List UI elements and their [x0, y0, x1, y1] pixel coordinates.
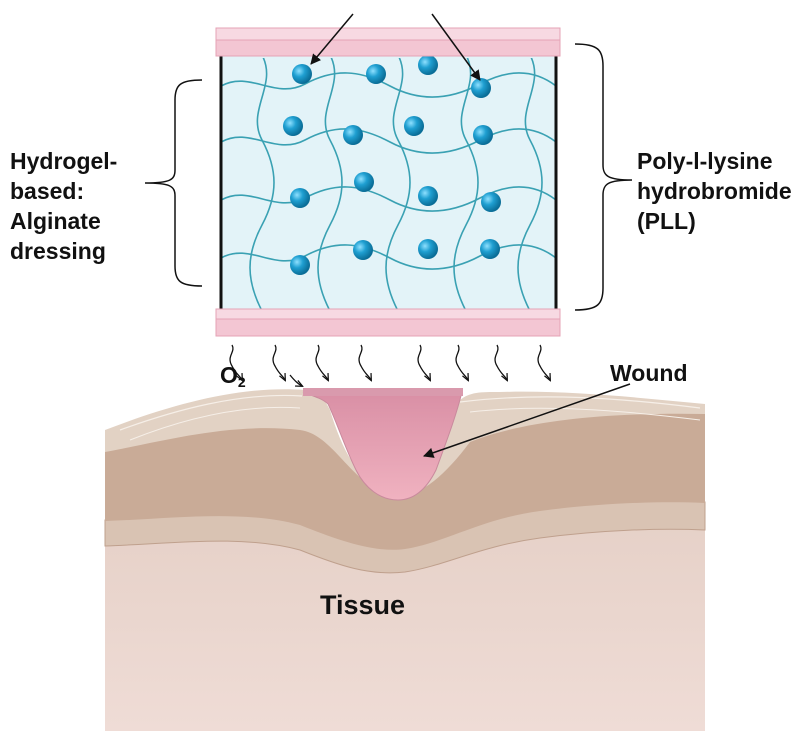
oxygen-label: O2 [220, 360, 246, 397]
pll-label: Poly-l-lysine hydrobromide (PLL) [637, 146, 807, 236]
tissue-section [105, 388, 705, 731]
pll-label-line: Poly-l-lysine [637, 146, 807, 176]
bead-icon [292, 64, 312, 84]
arrow-icon [359, 345, 371, 380]
arrow-icon [290, 375, 302, 386]
arrow-icon [418, 345, 430, 380]
bead-icon [283, 116, 303, 136]
dressing-label-line: dressing [10, 236, 160, 266]
bead-icon [343, 125, 363, 145]
bead-icon [471, 78, 491, 98]
bead-icon [473, 125, 493, 145]
bead-icon [404, 116, 424, 136]
bead-icon [290, 255, 310, 275]
arrow-icon [316, 345, 328, 380]
wound-label: Wound [610, 358, 688, 388]
bead-icon [481, 192, 501, 212]
tissue-label: Tissue [320, 590, 405, 620]
bead-icon [418, 55, 438, 75]
dressing-label: Hydrogel- based: Alginate dressing [10, 146, 160, 266]
arrow-icon [495, 345, 507, 380]
bead-icon [354, 172, 374, 192]
oxygen-symbol: O [220, 362, 238, 388]
wound-surface [303, 388, 463, 396]
top-membrane [216, 28, 560, 56]
pll-label-line: (PLL) [637, 206, 807, 236]
hydrogel-dressing [216, 28, 560, 336]
pll-label-line: hydrobromide [637, 176, 807, 206]
oxygen-arrows [230, 345, 550, 386]
dressing-label-line: Hydrogel- [10, 146, 160, 176]
bead-icon [418, 239, 438, 259]
oxygen-subscript: 2 [238, 374, 246, 390]
bead-icon [366, 64, 386, 84]
arrow-icon [273, 345, 285, 380]
bead-icon [418, 186, 438, 206]
bead-icon [290, 188, 310, 208]
arrow-icon [538, 345, 550, 380]
hydrogel-gel [221, 55, 556, 311]
dressing-label-line: based: [10, 176, 160, 206]
dressing-label-line: Alginate [10, 206, 160, 236]
arrow-icon [456, 345, 468, 380]
bead-icon [353, 240, 373, 260]
brace-icon [575, 44, 632, 310]
bead-icon [480, 239, 500, 259]
bottom-membrane [216, 309, 560, 336]
